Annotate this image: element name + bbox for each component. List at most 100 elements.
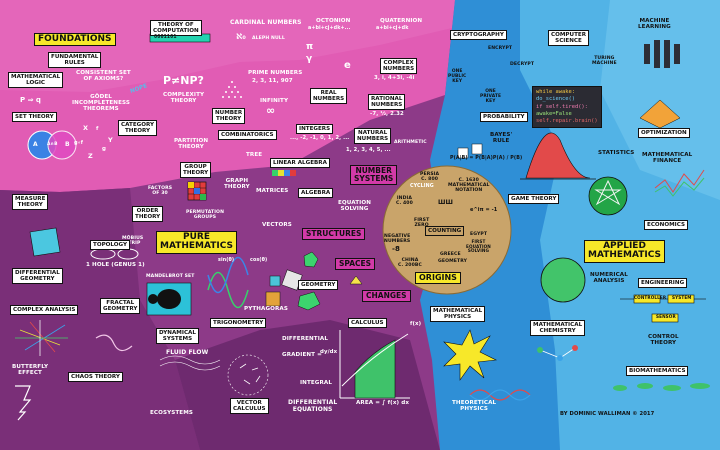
fundamental-rules-label: FUNDAMENTAL RULES [48,52,102,69]
egypt-label: EGYPT [470,232,488,237]
fluid-flow [159,355,221,371]
cat-gof: g∘f [74,140,83,146]
chaos-theory-label: CHAOS THEORY [68,372,123,383]
dynamical-systems-label: DYNAMICAL SYSTEMS [156,328,199,345]
aleph-symbol: ℵ₀ [236,32,246,41]
finance-line-red [654,169,705,193]
physics-explosion [443,329,498,381]
fractal-spiral [95,334,133,352]
gamma-symbol: γ [306,54,313,64]
venn-circle-b [47,130,77,160]
optimization-surface [639,99,681,129]
octonion-formula: a+bi+cj+dk+... [308,26,351,31]
code-line-1: while awake: [536,89,575,95]
dna-strand-b [469,389,531,401]
numerical-analysis-circle [540,257,586,303]
engineering-label: ENGINEERING [638,278,688,289]
quaternion-label: QUATERNION [380,18,423,24]
rubiks-cube [187,181,207,201]
differential-equations-label: DIFFERENTIAL EQUATIONS [288,399,338,413]
mathematical-finance-label: MATHEMATICAL FINANCE [642,152,693,165]
tally-marks: ШШ [438,199,454,206]
cosine-wave [207,256,249,294]
pi-symbol: π [306,42,314,52]
calculus-graph [339,330,410,399]
probability-label: PROBABILITY [480,112,528,123]
credit-text: BY DOMINIC WALLIMAN © 2017 [560,411,655,417]
group-theory-label: GROUP THEORY [180,162,212,179]
economics-globe [588,176,628,216]
integers-label: INTEGERS [296,124,334,135]
set-theory-label: SET THEORY [12,112,57,123]
optimization-label: OPTIMIZATION [638,128,690,139]
prime-values: 2, 3, 11, 907 [252,78,293,84]
mandelbrot-shape [157,289,181,309]
aleph-null-label: ALEPH NULL [252,36,285,41]
cat-g: g [102,146,106,152]
rational-values: -7, ½, 2.32 [370,111,404,117]
section-applied-mathematics: APPLIED MATHEMATICS [584,240,666,263]
euler-identity: e^iπ = -1 [470,207,498,213]
fractal-geometry-label: FRACTAL GEOMETRY [100,298,141,315]
category-theory-label: CATEGORY THEORY [118,120,158,137]
cos-label: cos(θ) [250,258,268,263]
measure-theory-label: MEASURE THEORY [12,194,49,211]
sin-label: sin(θ) [218,258,235,263]
section-structures: STRUCTURES [302,228,366,240]
differential-label: DIFFERENTIAL [282,336,328,342]
minus-eight: -8 [392,245,400,253]
complexity-theory-label: COMPLEXITY THEORY [163,92,205,105]
mathematical-physics-label: MATHEMATICAL PHYSICS [430,306,486,323]
code-line-2: do_science() [536,96,575,103]
ecosystems-label: ECOSYSTEMS [150,410,194,416]
linear-algebra-grid [272,170,296,176]
dice [457,143,483,159]
bell-curve [525,132,591,179]
mandelbrot-label: MANDELBROT SET [146,274,195,279]
infinity-symbol: ∞ [266,104,276,117]
chemistry-molecule [537,345,578,361]
theory-of-computation-label: THEORY OF COMPUTATION [150,20,202,37]
natural-numbers-label: NATURAL NUMBERS [354,128,392,145]
tornado-icon [15,385,32,421]
section-pure-mathematics: PURE MATHEMATICS [156,231,238,254]
number-theory-label: NUMBER THEORY [212,108,246,125]
equation-solving-label: EQUATION SOLVING [338,200,371,213]
cat-y: Y [108,136,113,144]
code-line-3: if self.tired(): [536,103,588,110]
infinity-label: INFINITY [260,98,289,104]
notation-label: C. 1630 MATHEMATICAL NOTATION [448,178,490,194]
number-theory-dots [222,81,242,98]
code-block: while awake: do_science() if self.tired(… [532,86,602,129]
euler-symbol: e [344,60,351,71]
code-line-5: self.repair.brain() [536,118,598,125]
theoretical-physics-label: THEORETICAL PHYSICS [452,400,497,413]
bayes-formula: P(A|B) = P(B|A)P(A) / P(B) [450,156,523,161]
greece-label: GREECE [440,252,461,257]
trigonometry-label: TRIGONOMETRY [210,318,267,329]
rational-numbers-label: RATIONAL NUMBERS [368,94,406,111]
cat-x: X [83,124,89,132]
control-theory-label: CONTROL THEORY [648,334,679,347]
area-formula: AREA = ∫ f(x) dx [356,400,410,406]
order-theory-label: ORDER THEORY [132,206,164,223]
set-ab: A∩B [47,142,58,147]
consistent-set-label: CONSISTENT SET OF AXIOMS? [76,70,131,83]
complex-values: 3, i, 4+3i, -4i [374,75,415,81]
cycling-label: CYCLING [410,184,434,189]
pythagoras-label: PYTHAGORAS [244,306,288,312]
cat-z: Z [88,152,93,160]
vector-field [227,354,269,396]
numerical-analysis-label: NUMERICAL ANALYSIS [590,272,628,285]
hexagon [297,291,321,311]
section-spaces: SPACES [335,258,376,270]
fx-label: f(x) [410,321,422,327]
binary-tape-text: 0001101 [154,34,177,40]
public-key-label: ONE PUBLIC KEY [448,69,467,84]
dna-strand-a [469,389,531,401]
natural-values: 1, 2, 3, 4, 5, ... [346,147,391,153]
complex-analysis-label: COMPLEX ANALYSIS [10,305,79,316]
bayes-rule-label: BAYES' RULE [490,132,513,145]
